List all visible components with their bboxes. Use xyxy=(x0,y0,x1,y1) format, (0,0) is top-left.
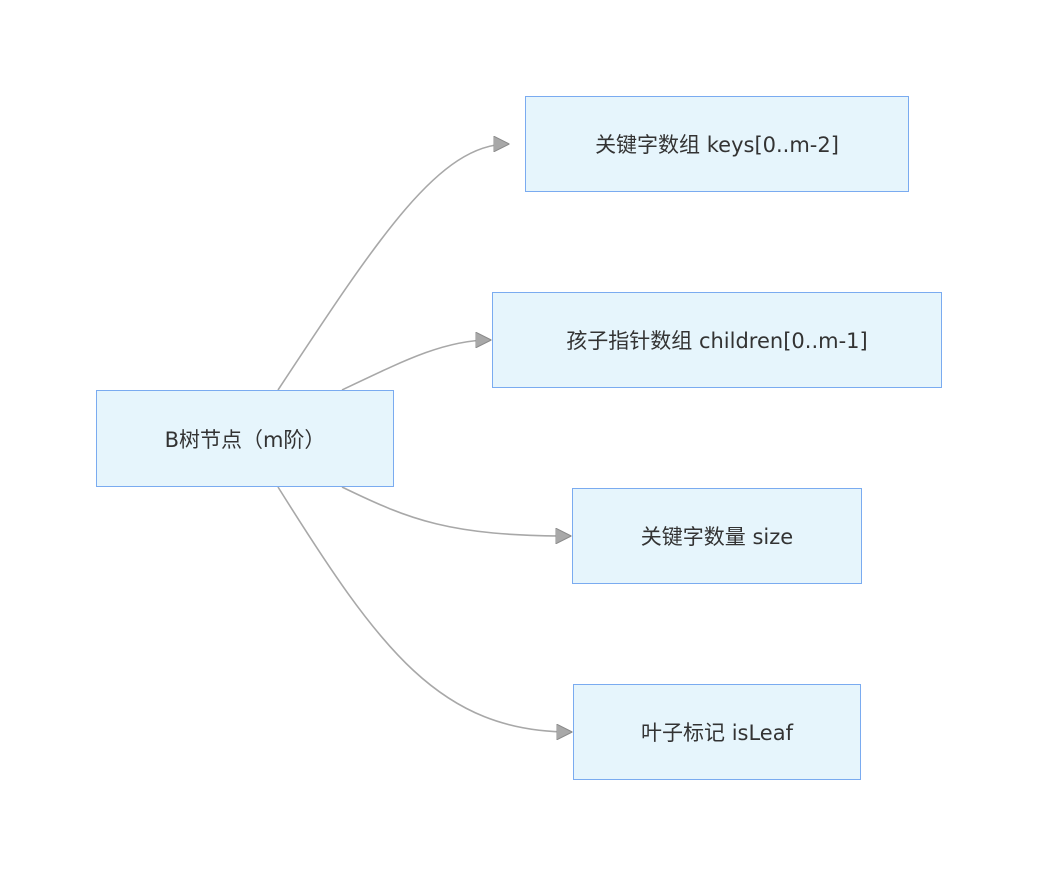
keys-array-label: 关键字数组 keys[0..m-2] xyxy=(595,133,839,157)
leaf-flag-label: 叶子标记 isLeaf xyxy=(641,721,793,745)
key-count-node: 关键字数量 size xyxy=(572,488,862,584)
key-count-label: 关键字数量 size xyxy=(640,525,794,549)
root-node: B树节点（m阶） xyxy=(96,390,394,487)
leaf-flag-node: 叶子标记 isLeaf xyxy=(573,684,861,780)
keys-array-node: 关键字数组 keys[0..m-2] xyxy=(525,96,909,192)
root-node-label: B树节点（m阶） xyxy=(164,427,326,452)
children-pointer-array-node: 孩子指针数组 children[0..m-1] xyxy=(492,292,942,388)
edge-root-to-children xyxy=(341,340,490,391)
edge-root-to-size xyxy=(341,486,570,536)
edge-root-to-keys xyxy=(277,144,508,391)
edge-root-to-leaf xyxy=(277,486,571,732)
children-pointer-array-label: 孩子指针数组 children[0..m-1] xyxy=(566,329,868,353)
